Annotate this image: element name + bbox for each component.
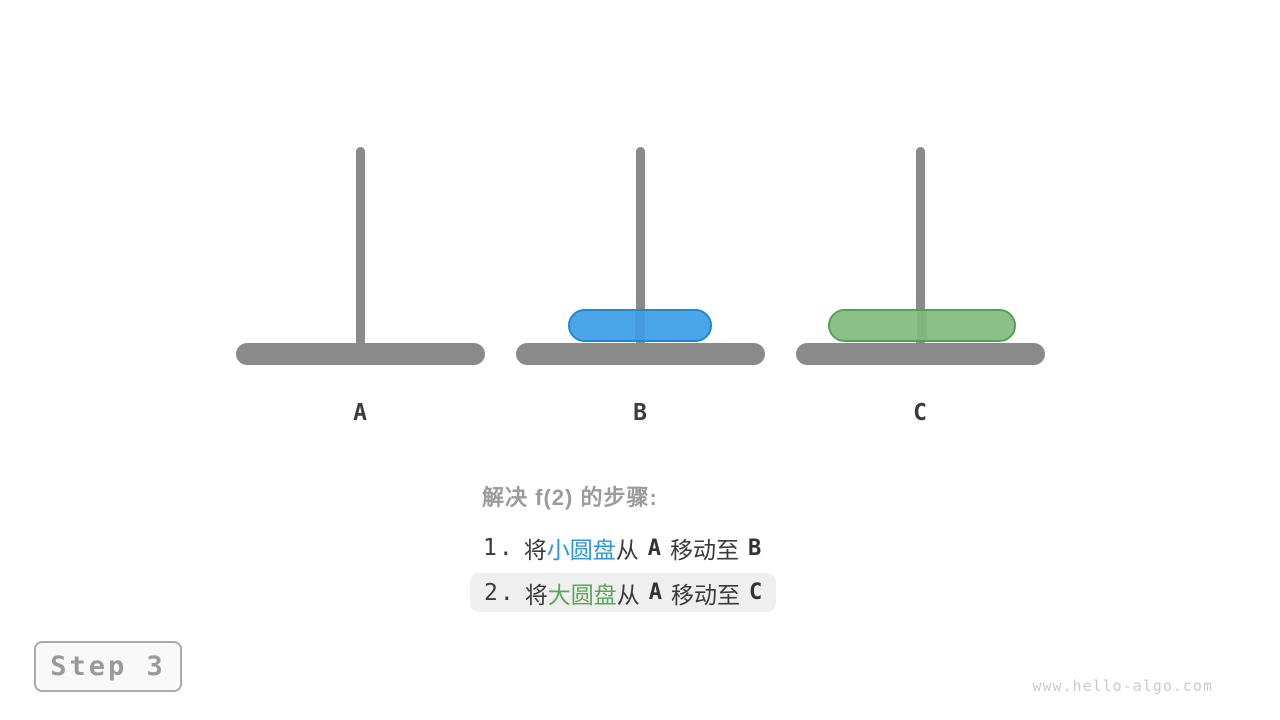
step-1-from-peg: A (647, 535, 661, 561)
peg-b-base (516, 343, 765, 365)
step-2-from-peg: A (648, 580, 662, 605)
step-2-from-word: 从 (616, 581, 640, 608)
peg-b-pole (636, 147, 645, 353)
small-disk (568, 309, 712, 342)
step-1-disk-name: 小圆盘 (546, 537, 616, 563)
peg-a-base (236, 343, 485, 365)
watermark: www.hello-algo.com (1032, 677, 1213, 695)
step-2-verb: 将 (524, 581, 548, 608)
step-item-2-highlighted: 2. 将 大圆盘 从 A 移动至 C (470, 573, 777, 612)
large-disk (828, 309, 1016, 342)
step-2-to-peg: C (748, 580, 763, 605)
step-2-move-word: 移动至 (670, 581, 740, 608)
steps-heading: 解决 f(2) 的步骤: (482, 485, 658, 510)
step-2-disk-name: 大圆盘 (547, 581, 617, 608)
step-1-move-word: 移动至 (669, 537, 739, 563)
peg-a-label: A (353, 400, 367, 426)
step-1-number: 1. (483, 535, 515, 561)
peg-c-base (796, 343, 1045, 365)
step-item-1: 1. 将 小圆盘 从 A 移动至 B (483, 533, 761, 563)
peg-c-pole (916, 147, 925, 353)
step-1-from-word: 从 (615, 537, 639, 563)
step-1-to-peg: B (747, 535, 762, 561)
peg-c-label: C (913, 400, 927, 426)
step-2-number: 2. (484, 579, 516, 606)
peg-a-pole (356, 147, 365, 353)
step-1-verb: 将 (523, 537, 547, 563)
step-counter-badge: Step 3 (34, 641, 182, 692)
peg-b-label: B (633, 400, 647, 426)
